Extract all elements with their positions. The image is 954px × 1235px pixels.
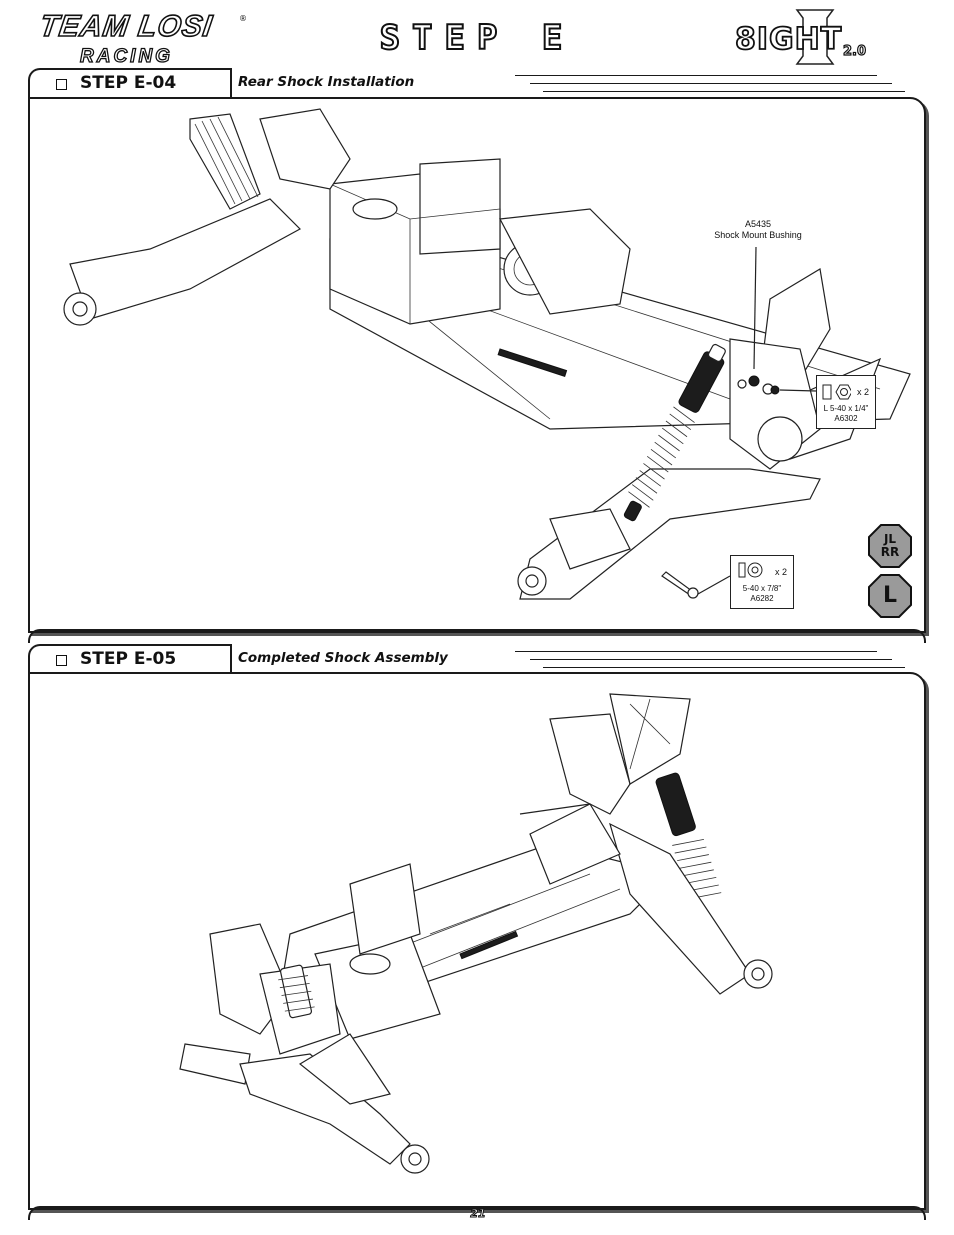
step-e05-tab: STEP E-05 (28, 644, 232, 676)
screw-size: 5-40 x 7/8" (742, 584, 782, 593)
step-e05-subtitle: Completed Shock Assembly (238, 650, 448, 666)
brand-sub-text: RACING (79, 45, 173, 67)
step-e04-label: STEP E-04 (80, 73, 177, 93)
header-rule (543, 91, 905, 92)
bushing-note: A5435 Shock Mount Bushing (698, 219, 818, 241)
locknut-icon (822, 384, 851, 400)
eight-logo-word: 8IGHT (734, 21, 843, 58)
badge-l-text: L (882, 583, 898, 608)
checkbox-icon[interactable] (56, 79, 67, 90)
header-rule (515, 75, 877, 76)
step-e04-subtitle: Rear Shock Installation (238, 74, 415, 90)
locknut-part-number: A6302 (834, 414, 858, 423)
team-losi-logo: TEAM LOSI ® RACING (37, 9, 247, 67)
brand-main-text: TEAM LOSI (37, 9, 216, 44)
step-e04-panel: A5435 Shock Mount Bushing x 2 L 5-40 x 1… (28, 97, 926, 633)
page-title: STEP E (379, 17, 575, 59)
step-e05-label: STEP E-05 (80, 649, 177, 669)
washer-icon (738, 562, 763, 578)
screw-quantity: x 2 (774, 567, 787, 577)
bushing-part-number: A5435 (744, 219, 772, 229)
header-rule (530, 659, 892, 660)
screw-part-number: A6282 (750, 594, 774, 603)
header-rule (530, 83, 892, 84)
thread-lock-octagon-icon: JL RR (868, 524, 912, 568)
screw-callout: x 2 5-40 x 7/8" A6282 (730, 555, 794, 609)
step-e05-panel (28, 672, 926, 1210)
section-divider (28, 629, 926, 643)
brand-registered-mark: ® (239, 14, 247, 23)
eight-logo: 8IGHT 2.0 (734, 8, 895, 66)
locknut-quantity: x 2 (856, 387, 869, 397)
bushing-part-name: Shock Mount Bushing (714, 230, 802, 240)
page-bottom-frame (28, 1206, 926, 1220)
completed-shock-assembly-illustration (179, 693, 773, 1174)
locknut-size: L 5-40 x 1/4" (823, 404, 869, 413)
step-e04-tab: STEP E-04 (28, 68, 232, 100)
header-rule (515, 651, 877, 652)
rear-shock-installation-illustration (63, 108, 911, 600)
badge-lr-text: JL RR (880, 532, 900, 559)
thread-lock-octagon-icon: L (868, 574, 912, 618)
eight-logo-cross-icon (795, 9, 835, 65)
eight-logo-version: 2.0 (842, 43, 867, 59)
checkbox-icon[interactable] (56, 655, 67, 666)
page-number: 21 (470, 1207, 486, 1221)
locknut-callout: x 2 L 5-40 x 1/4" A6302 (816, 375, 876, 429)
header-rule (543, 667, 905, 668)
